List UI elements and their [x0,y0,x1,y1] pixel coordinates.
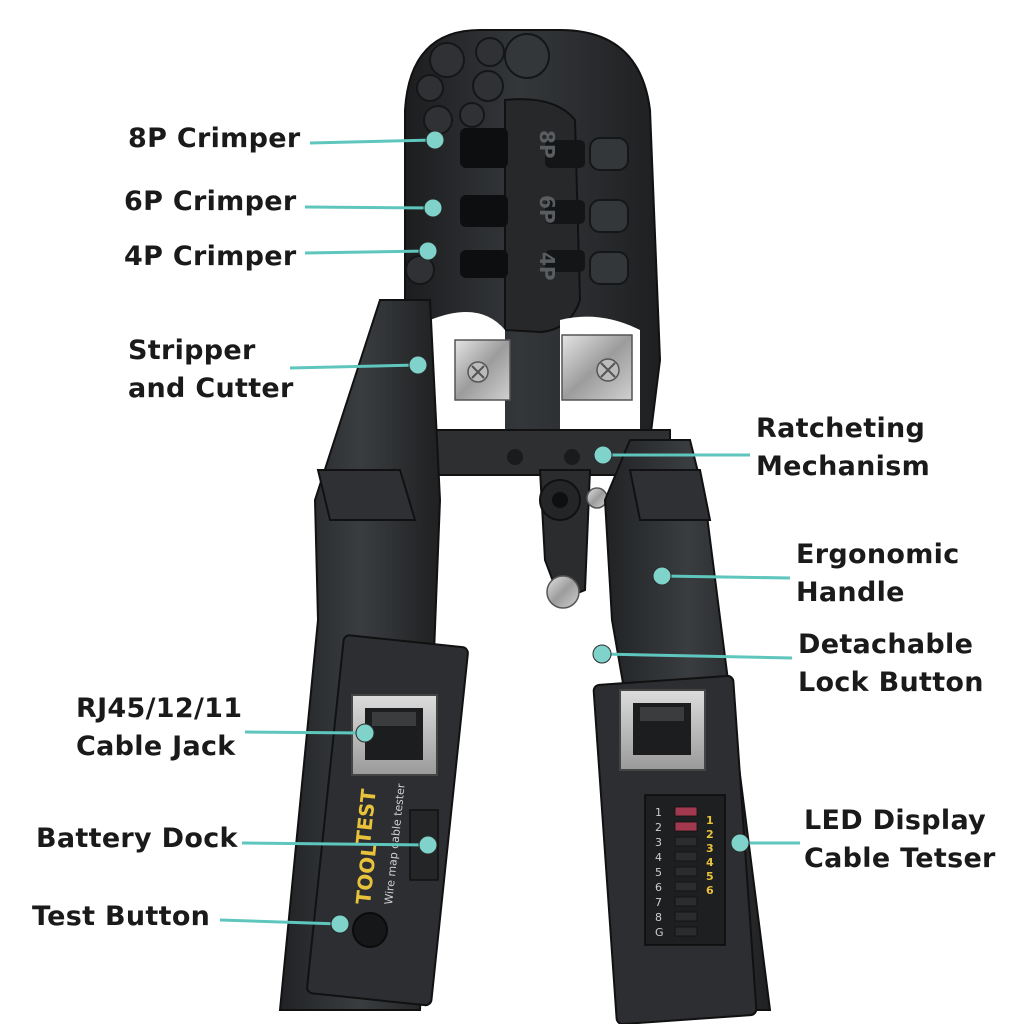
leader-ratchet-dot-icon [593,445,613,465]
callout-text: Cable Jack [76,731,236,762]
callout-text: Lock Button [798,667,984,698]
led-indicator [674,866,698,877]
stripper-blade-left [454,339,511,401]
crimper-head: 8P 6P 4P [404,29,662,441]
led-indicator [674,806,698,817]
callout-text: Stripper [128,335,256,366]
led-indicator [674,926,698,937]
brand-test: TEST [351,788,381,846]
leader-jack-dot-icon [355,723,375,743]
leader-6p-line [304,205,434,210]
leader-4p-dot-icon [418,241,438,261]
leader-lock-line [601,652,793,660]
led-number-right: 1 [706,814,714,827]
callout-leaders [219,130,800,934]
rivet-icon [472,70,504,102]
led-number-left: 1 [655,806,662,819]
callout-led-display: LED Display Cable Tetser [804,802,996,878]
callout-text: LED Display [804,805,987,836]
leader-test-line [219,918,341,926]
led-indicator [674,896,698,907]
leader-led-dot-icon [730,833,750,853]
leader-4p-line [304,249,429,255]
led-number-right: 6 [706,884,714,897]
die-knob-icon [589,199,629,233]
rivet-icon [475,37,505,67]
callout-test-button: Test Button [32,898,210,936]
led-indicator [674,821,698,832]
leader-stripper-line [289,363,419,370]
callout-4p-crimper: 4P Crimper [124,238,296,276]
callout-text: Test Button [32,901,211,932]
callout-battery-dock: Battery Dock [36,820,238,858]
rj45-jack-left [351,694,438,776]
die-slot-4p [460,250,508,278]
leader-6p-dot-icon [423,198,443,218]
led-number-left: 4 [655,851,662,864]
die-label-8p: 8P [535,130,559,159]
callout-cable-jack: RJ45/12/11 Cable Jack [76,690,242,766]
callout-text: 8P Crimper [128,123,301,154]
callout-text: Ergonomic [796,539,960,570]
callout-detachable-lock-button: Detachable Lock Button [798,626,984,702]
callout-text: Battery Dock [36,823,238,854]
die-label-4p: 4P [535,252,559,281]
stripper-blade-right [561,334,633,401]
leader-8p-line [309,138,436,145]
die-knob-icon [589,251,629,285]
callout-stripper-cutter: Stripper and Cutter [128,332,294,408]
rj45-jack-right [619,689,706,771]
led-number-left: 2 [655,821,662,834]
led-number-right: 5 [706,870,714,883]
leader-8p-dot-icon [425,130,445,150]
callout-text: 4P Crimper [124,241,297,272]
callout-text: Handle [796,577,905,608]
rivet-icon [504,33,550,79]
leader-battery-dot-icon [418,835,438,855]
test-button[interactable] [352,912,388,948]
led-number-left: 3 [655,836,662,849]
led-indicator [674,836,698,847]
die-label-6p: 6P [535,195,559,224]
rivet-icon [459,102,485,128]
callout-text: 6P Crimper [124,186,297,217]
callout-text: RJ45/12/11 [76,693,243,724]
leader-handle-line [661,574,791,580]
led-number-left: 8 [655,911,662,924]
rivet-icon [423,105,453,135]
leader-stripper-dot-icon [408,355,428,375]
callout-text: Cable Tetser [804,843,996,874]
leader-lock-dot-icon [592,644,612,664]
callout-text: Detachable [798,629,974,660]
led-indicator [674,881,698,892]
die-knob-icon [589,137,629,171]
callout-ratcheting-mechanism: Ratcheting Mechanism [756,410,930,486]
callout-text: Mechanism [756,451,931,482]
leader-handle-dot-icon [652,566,672,586]
led-number-left: 6 [655,881,662,894]
rivet-icon [429,42,465,78]
callout-8p-crimper: 8P Crimper [128,120,300,158]
rivet-icon [416,74,444,102]
leader-jack-line [244,730,366,735]
led-number-right: 2 [706,828,714,841]
die-slot-8p [460,128,508,168]
die-slot-6p [460,195,508,227]
led-indicator [674,851,698,862]
callout-6p-crimper: 6P Crimper [124,183,296,221]
led-number-right: 3 [706,842,714,855]
callout-ergonomic-handle: Ergonomic Handle [796,536,960,612]
led-number-right: 4 [706,856,714,869]
leader-test-dot-icon [330,914,350,934]
led-number-left: G [655,926,664,939]
led-indicator [674,911,698,922]
led-number-left: 5 [655,866,662,879]
leader-battery-line [241,841,429,847]
callout-text: and Cutter [128,373,294,404]
led-number-left: 7 [655,896,662,909]
callout-text: Ratcheting [756,413,926,444]
